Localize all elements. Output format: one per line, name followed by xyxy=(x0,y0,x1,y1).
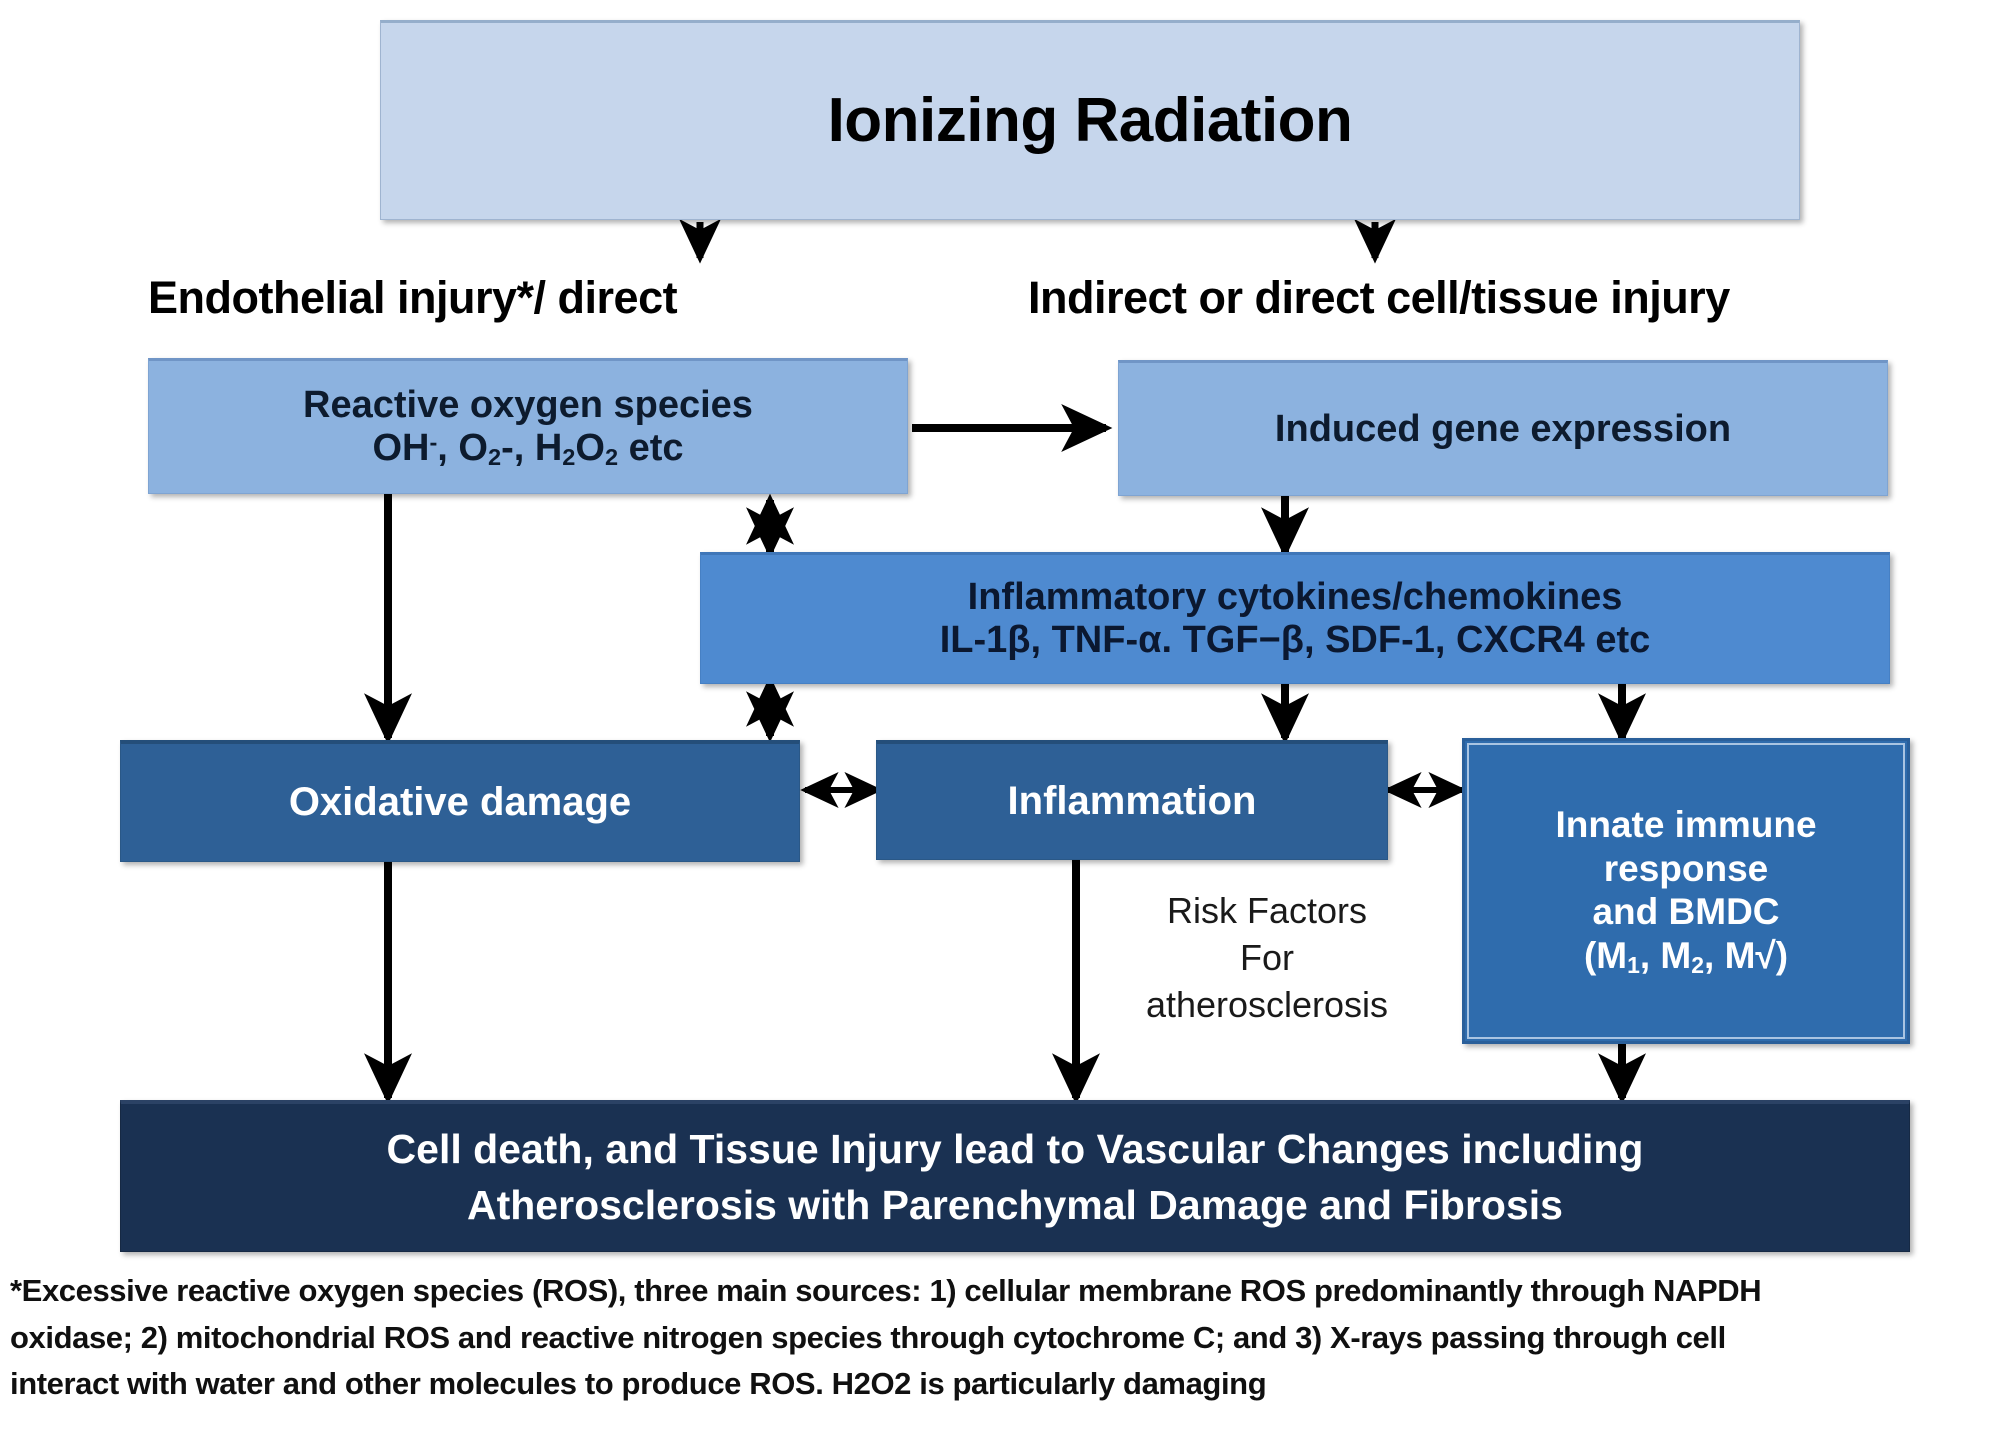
node-ros-line1: Reactive oxygen species xyxy=(303,383,753,426)
risk-factors-line2: For xyxy=(1240,936,1294,978)
footnote: *Excessive reactive oxygen species (ROS)… xyxy=(10,1268,2008,1408)
node-inflammation[interactable]: Inflammation xyxy=(876,740,1388,860)
node-cytokines-line2: IL-1β, TNF-α. TGF−β, SDF-1, CXCR4 etc xyxy=(939,619,1651,661)
annotation-risk-factors: Risk Factors For atherosclerosis xyxy=(1132,888,1402,1028)
footnote-line-2: oxidase; 2) mitochondrial ROS and reacti… xyxy=(10,1319,1726,1355)
node-oxidative-damage[interactable]: Oxidative damage xyxy=(120,740,800,862)
branch-label-left: Endothelial injury*/ direct xyxy=(148,272,678,323)
risk-factors-line1: Risk Factors xyxy=(1166,890,1368,931)
node-innate-line1: Innate immune xyxy=(1555,803,1817,845)
risk-factors-line3: atherosclerosis xyxy=(1145,983,1389,1025)
ros-o2-sub: 2 xyxy=(487,443,502,470)
ros-sep2: -, H xyxy=(501,426,563,469)
node-inflammatory-cytokines[interactable]: Inflammatory cytokines/chemokines IL-1β,… xyxy=(700,552,1890,684)
node-outcome-cell-death[interactable]: Cell death, and Tissue Injury lead to Va… xyxy=(120,1100,1910,1252)
innate-m2-sub: 2 xyxy=(1691,951,1705,978)
footnote-line-3: interact with water and other molecules … xyxy=(10,1366,1267,1401)
ros-o2-sub2: 2 xyxy=(604,443,619,470)
node-ros-line2: OH-, O2-, H2O2 etc xyxy=(372,427,683,471)
innate-mroot: , M√) xyxy=(1704,934,1789,976)
node-induced-gene-expression[interactable]: Induced gene expression xyxy=(1118,360,1888,496)
innate-m2: , M xyxy=(1639,934,1692,976)
node-innate-immune-response[interactable]: Innate immune response and BMDC (M1, M2,… xyxy=(1462,738,1910,1044)
ros-oh-charge: - xyxy=(429,428,438,455)
ros-h2-sub: 2 xyxy=(562,443,576,470)
node-reactive-oxygen-species[interactable]: Reactive oxygen species OH-, O2-, H2O2 e… xyxy=(148,358,908,494)
node-ionizing-radiation-label: Ionizing Radiation xyxy=(827,86,1353,156)
node-cytokines-line1: Inflammatory cytokines/chemokines xyxy=(967,576,1623,619)
node-induced-gene-expression-label: Induced gene expression xyxy=(1274,407,1732,450)
ros-oh: OH xyxy=(372,426,430,469)
node-oxidative-damage-label: Oxidative damage xyxy=(288,780,632,825)
node-innate-line2: response xyxy=(1603,847,1769,889)
node-innate-line3: and BMDC xyxy=(1592,891,1780,933)
branch-label-right: Indirect or direct cell/tissue injury xyxy=(1028,272,1730,323)
node-outcome-line2: Atherosclerosis with Parenchymal Damage … xyxy=(467,1181,1563,1228)
ros-sep1: , O xyxy=(437,426,488,469)
node-outcome-line1: Cell death, and Tissue Injury lead to Va… xyxy=(386,1126,1644,1173)
innate-m1-sub: 1 xyxy=(1627,951,1640,978)
footnote-line-1: *Excessive reactive oxygen species (ROS)… xyxy=(10,1273,1762,1308)
node-ionizing-radiation[interactable]: Ionizing Radiation xyxy=(380,20,1800,220)
ros-o: O xyxy=(575,426,605,469)
node-innate-line4: (M1, M2, M√) xyxy=(1584,934,1788,979)
innate-m1: (M xyxy=(1583,934,1628,976)
node-inflammation-label: Inflammation xyxy=(1007,779,1257,824)
ros-etc: etc xyxy=(618,426,684,469)
